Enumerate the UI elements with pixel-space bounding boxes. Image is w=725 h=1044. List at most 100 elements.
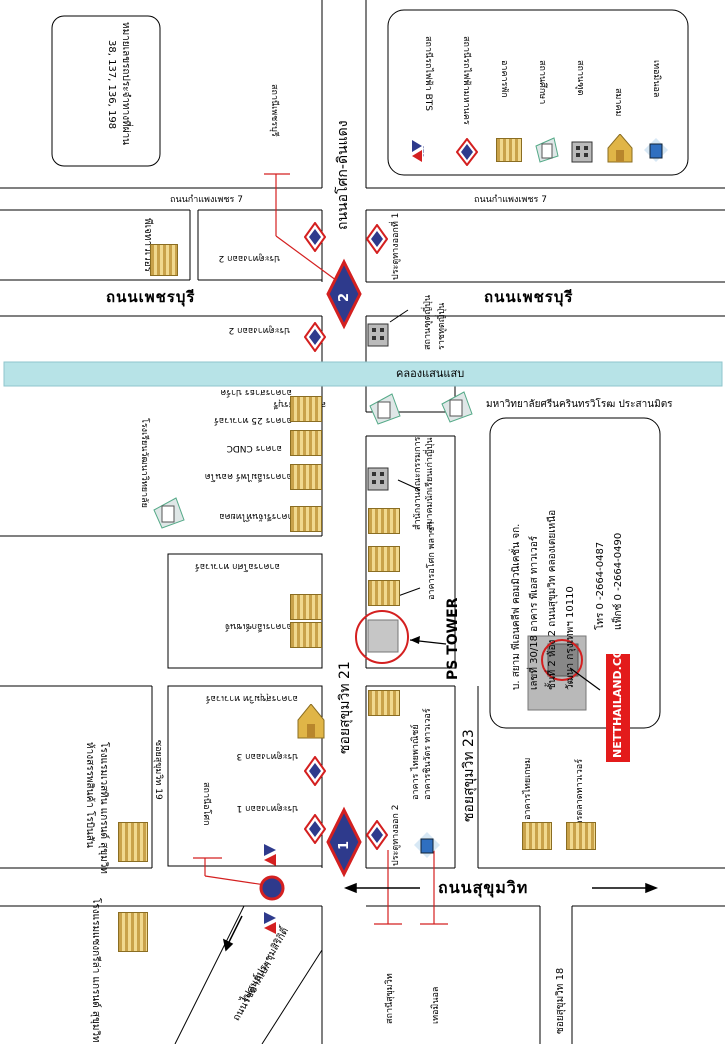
building-icon bbox=[290, 594, 322, 620]
place-asoke-st: สถานีอโศก bbox=[201, 782, 211, 826]
building-icon bbox=[290, 396, 322, 422]
road-soi-18: ซอยสุขุมวิท 18 bbox=[555, 967, 566, 1034]
place-terminal-bottom: เทอมินอล bbox=[431, 986, 441, 1024]
school-icon bbox=[152, 496, 186, 530]
info-line-2: เลขที่ 30/18 อาคาร พีเอส ทาวเวอร์ bbox=[529, 535, 540, 690]
place-thai-ex2: สมาคมนักเรียนเก่าญี่ปุ่น bbox=[425, 437, 435, 530]
building-icon bbox=[368, 546, 400, 572]
place-tw-exit-3: ประตูทางออก 3 bbox=[236, 751, 298, 761]
place-b6: อาคารอโศก ทาวเวอร์ bbox=[194, 561, 280, 571]
bts-icon bbox=[262, 842, 278, 866]
canal-label: คลองแสนแสบ bbox=[396, 367, 465, 380]
mrt-icon bbox=[304, 756, 326, 786]
place-b8: อาคารสุขุมวิท ทาวเวอร์ bbox=[205, 693, 298, 703]
place-bottom-hotel: โรงแรมแซงกรีล่า แกรนด์ สุขุมวิท bbox=[90, 898, 101, 1043]
embassy-icon bbox=[570, 136, 594, 164]
building-icon bbox=[566, 822, 596, 850]
svg-text:BTS: BTS bbox=[423, 145, 424, 157]
mrt-2-number: 2 bbox=[337, 292, 352, 302]
mrt-icon bbox=[456, 138, 478, 166]
legend-terminal: เทอมินอล bbox=[651, 60, 661, 98]
info-line-5: โทร 0 -2664-0487 bbox=[595, 541, 606, 630]
place-b3: อาคาร CNDC bbox=[226, 443, 282, 453]
place-b5: อาคารรีเจ้นท์ไทยคอ bbox=[219, 511, 298, 521]
place-thai-kasem: อาคารไทยเกษม bbox=[523, 757, 533, 821]
place-japan-embassy: ราชทูตญี่ปุ่น bbox=[437, 302, 447, 350]
info-line-1: บ. สยาม พีเอนคลีฟ คอมมิวนิเคชั่น จก. bbox=[511, 523, 522, 690]
info-line-3: ชั้นที่ 2 ห้อง 2 ถนนสุขุมวิท คลองเตยเหนื… bbox=[547, 509, 558, 690]
place-exit-2-top: ประตูทางออก 2 bbox=[218, 253, 280, 263]
building-icon bbox=[290, 506, 322, 532]
association-icon bbox=[296, 704, 326, 740]
legend-association: สมาคม bbox=[613, 88, 623, 117]
legend-mrt: สถานีรถไฟฟ้ามหานคร bbox=[461, 36, 471, 125]
legend-building: อาคารพัก bbox=[499, 60, 509, 98]
bus-title: หมายเลขรถประจำทางที่ผ่าน bbox=[120, 22, 131, 146]
place-swu: มหาวิทยาลัยศรีนครินทรวิโรฒ ประสานมิตร bbox=[486, 399, 673, 410]
school-icon bbox=[534, 136, 560, 164]
place-thai-ex: สำนักงานคณะกรรมการ bbox=[413, 436, 423, 530]
place-office-ref: สถานฑูตญี่ปุ่น bbox=[423, 295, 433, 350]
road-phetchaburi-right: ถนนเพชรบุรี bbox=[484, 288, 574, 306]
bts-icon: BTS bbox=[410, 138, 424, 164]
place-exit-2-mid: ประตูทางออก 2 bbox=[228, 325, 290, 335]
road-soi-21: ซอยสุขุมวิท 21 bbox=[337, 661, 353, 754]
embassy-icon bbox=[366, 462, 390, 492]
building-icon bbox=[368, 580, 400, 606]
place-robinson: ห้างสรรพสินค้า โรบินสัน bbox=[84, 742, 95, 848]
building-icon bbox=[368, 690, 400, 716]
terminal-icon bbox=[642, 136, 670, 164]
place-kaset2: อาคารชินวัตร ทาวเวอร์ bbox=[423, 708, 433, 800]
building-icon bbox=[522, 822, 552, 850]
place-phetchaburi-station: สถานีเพชรบุรี bbox=[269, 84, 279, 137]
building-icon bbox=[118, 822, 148, 862]
mrt-2-marker bbox=[326, 258, 362, 330]
road-phetchaburi-left: ถนนเพชรบุรี bbox=[106, 288, 196, 306]
place-tw-exit-2: ประตูทางออก 2 bbox=[391, 804, 401, 866]
netthailand-logo: NETTHAILAND.COM bbox=[606, 638, 630, 762]
road-soi-23: ซอยสุขุมวิท 23 bbox=[461, 729, 477, 822]
association-icon bbox=[606, 134, 634, 164]
road-din-daeng: ถนนอโศก-ดินแดง bbox=[335, 120, 351, 230]
mrt-1-marker bbox=[326, 806, 362, 878]
place-exit-1-top: ประตูทางออกที่ 1 bbox=[391, 212, 401, 280]
mrt-icon bbox=[304, 322, 326, 352]
road-kamphaeng-left: ถนนกำแพงเพชร 7 bbox=[170, 195, 243, 205]
place-b1: อาคารสาธร ปาร์ค bbox=[220, 387, 292, 397]
place-asoke-plaza: อาคารอโศก พลาซ่า bbox=[427, 521, 437, 600]
embassy-icon bbox=[366, 318, 390, 348]
building-icon bbox=[150, 244, 178, 276]
place-ps-tower: PS TOWER bbox=[445, 597, 461, 680]
school-icon bbox=[440, 390, 474, 424]
mrt-1-number: 1 bbox=[337, 840, 352, 850]
school-icon bbox=[368, 392, 402, 426]
info-line-6: แฟ็กซ์ 0 -2664-0490 bbox=[613, 532, 624, 630]
legend-embassy: สถานฑูต bbox=[575, 60, 585, 96]
mrt-icon bbox=[304, 222, 326, 252]
building-icon bbox=[290, 622, 322, 648]
mrt-icon bbox=[304, 814, 326, 844]
road-kamphaeng-right: ถนนกำแพงเพชร 7 bbox=[474, 195, 547, 205]
place-kaset: อาคาร ไทยพาณิชย์ bbox=[411, 724, 421, 800]
road-soi-19: ซอยสุขุมวิท 19 bbox=[153, 740, 163, 800]
legend-bts: สถานีรถไฟฟ้า BTS bbox=[423, 36, 433, 112]
place-westin: โรงแรมเวสทิน แกรนด์ สุขุมวิท bbox=[98, 742, 109, 874]
mrt-icon bbox=[366, 820, 388, 850]
bts-icon bbox=[262, 910, 278, 934]
place-b2: อาคาร 25 ทาวเวอร์ bbox=[214, 415, 292, 425]
info-line-4: วัฒนา กรุงเทพฯ 10110 bbox=[565, 586, 576, 690]
mrt-icon bbox=[366, 224, 388, 254]
building-icon bbox=[368, 508, 400, 534]
building-icon bbox=[118, 912, 148, 952]
place-school: โรงเรียนวัฒนาวิทยาลัย bbox=[139, 418, 149, 508]
place-tw-exit-1: ประตูทางออก 1 bbox=[236, 803, 298, 813]
building-icon bbox=[496, 138, 522, 162]
building-icon bbox=[290, 430, 322, 456]
bus-numbers: 38, 137, 136, 198 bbox=[106, 40, 117, 130]
legend-school: สถานศึกษา bbox=[537, 60, 547, 105]
place-b7: อาคารเอ็กซ์เชนจ์ bbox=[224, 621, 292, 631]
road-sukhumvit: ถนนสุขุมวิท bbox=[438, 878, 529, 897]
place-sukhumvit-station: สถานีสุขุมวิท bbox=[385, 973, 395, 1024]
